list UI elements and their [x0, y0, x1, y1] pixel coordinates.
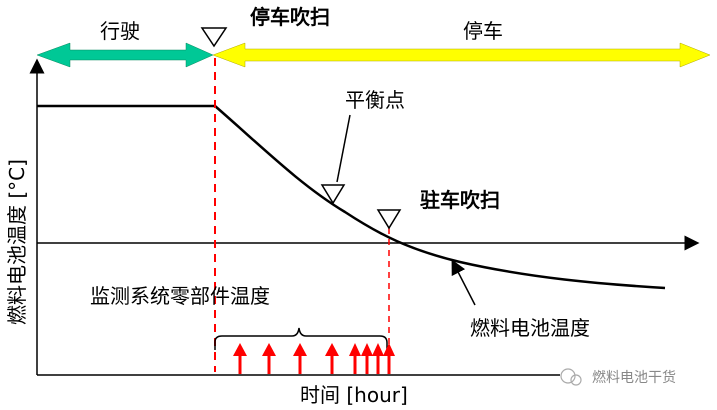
equilibrium-label: 平衡点: [345, 88, 405, 112]
red-arrow-icon: [361, 343, 373, 374]
fc-temperature-curve: [37, 104, 666, 290]
watermark-text: 燃料电池干货: [592, 369, 676, 386]
red-arrow-icon: [372, 343, 384, 374]
shutdown-marker-icon: [200, 27, 228, 48]
monitoring-arrows: [233, 343, 395, 374]
fc-temperature-leader: [451, 259, 476, 306]
red-arrow-icon: [349, 343, 361, 374]
wechat-icon: [560, 368, 576, 384]
parking-label: 停车: [463, 19, 503, 43]
red-arrow-icon: [293, 343, 307, 374]
driving-label: 行驶: [100, 19, 140, 43]
park-purge-label: 驻车吹扫: [420, 188, 500, 212]
fc-temperature-label: 燃料电池温度: [470, 316, 590, 340]
shutdown-purge-label: 停车吹扫: [250, 5, 330, 29]
equilibrium-marker-icon: [320, 184, 346, 205]
red-arrow-icon: [233, 343, 247, 374]
red-arrow-icon: [262, 343, 276, 374]
red-arrow-icon: [325, 343, 339, 374]
parking-phase-arrow: [212, 42, 711, 68]
x-axis-label: 时间 [hour]: [300, 383, 408, 407]
monitor-components-label: 监测系统零部件温度: [90, 284, 270, 308]
red-arrow-icon: [383, 343, 395, 374]
interval-brace: [214, 327, 388, 350]
equilibrium-leader: [336, 114, 351, 183]
watermark: 燃料电池干货: [560, 368, 676, 386]
y-axis-label: 燃料电池温度 [°C]: [5, 159, 29, 325]
park-purge-marker-icon: [376, 209, 402, 230]
driving-phase-arrow: [36, 42, 214, 68]
